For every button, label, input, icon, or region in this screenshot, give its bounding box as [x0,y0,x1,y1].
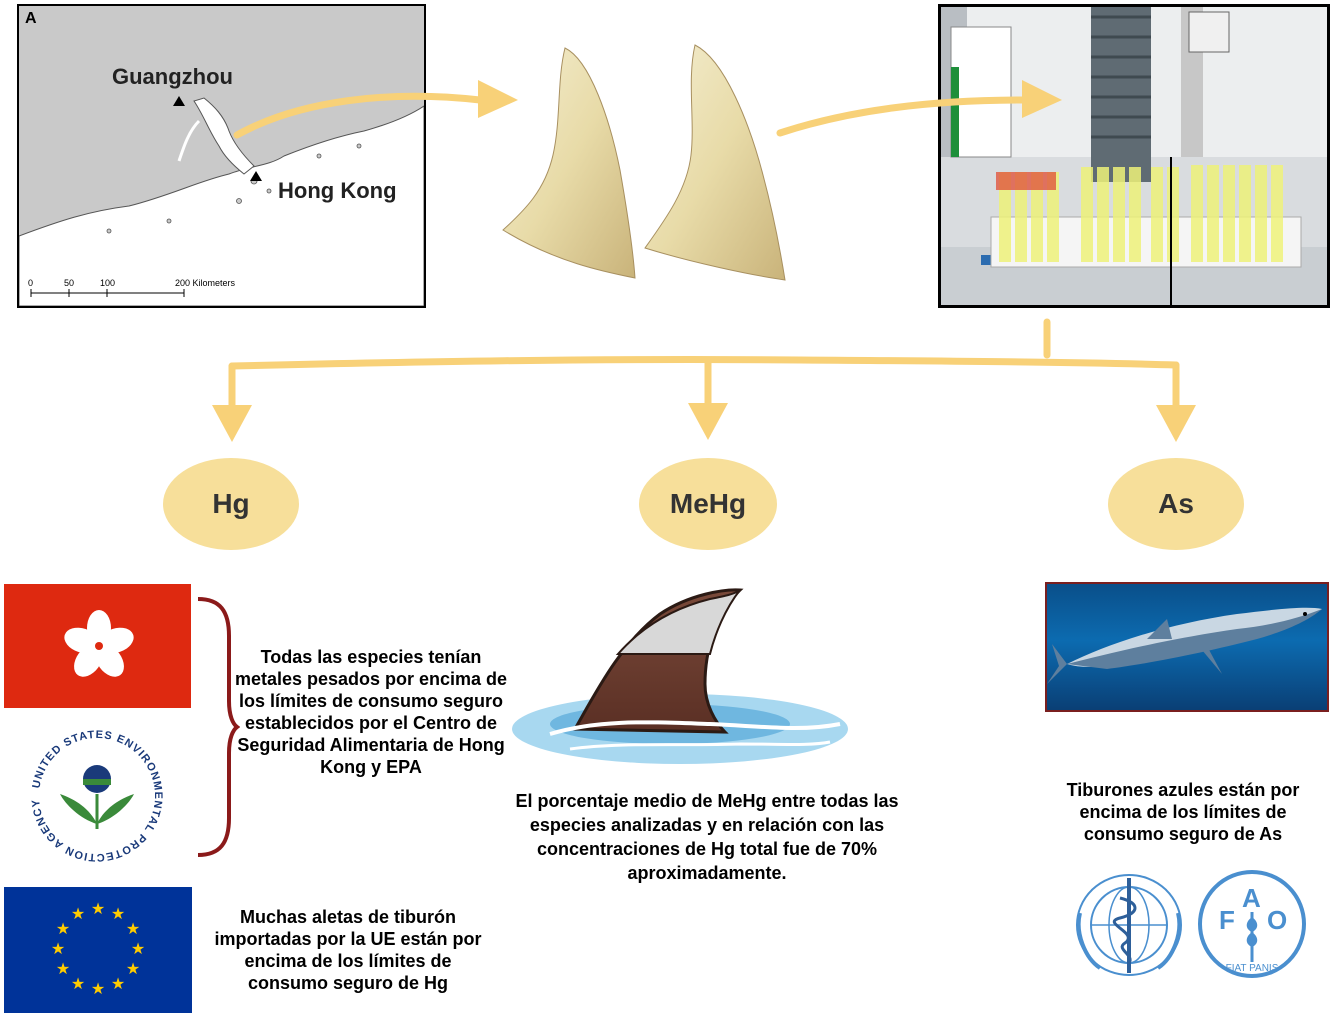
who-logo [1076,874,1182,976]
eu-flag: ★ ★ ★ ★ ★ ★ ★ ★ ★ ★ ★ ★ [4,887,192,1013]
scale-tick-100: 100 [100,278,116,288]
svg-text:★: ★ [71,974,85,993]
fin-left [502,47,636,279]
svg-text:★: ★ [71,904,85,923]
lab-photo [938,4,1330,308]
fao-letter-o: O [1267,905,1287,935]
svg-text:★: ★ [56,919,70,938]
svg-text:★: ★ [126,959,140,978]
node-mehg: MeHg [639,458,777,550]
text-hg-limits: Todas las especies tenían metales pesado… [234,647,508,777]
blue-shark-illustration [1047,607,1322,684]
map-panel: A Guangzhou Hong Kong 0 50 100 200 Kilom… [17,4,426,308]
blue-shark-photo [1045,582,1329,712]
arrowhead-as [1156,405,1196,442]
arrow-fins-to-lab [776,96,1029,137]
fao-letter-a: A [1242,883,1261,913]
svg-text:★: ★ [111,974,125,993]
lab-photo-illustration [941,7,1327,305]
fao-motto: FIAT PANIS [1226,963,1279,974]
shark-fins-photo [502,44,786,281]
text-mehg: El porcentaje medio de MeHg entre todas … [515,791,899,883]
hong-kong-flag [4,584,191,708]
node-hg: Hg [163,458,299,550]
eu-stars-icon: ★ ★ ★ ★ ★ ★ ★ ★ ★ ★ ★ ★ [51,899,145,998]
hongkong-marker [250,171,262,181]
svg-text:★: ★ [56,959,70,978]
arrow-map-to-fins [233,92,484,139]
connector-horizontal [228,355,1180,370]
panel-label: A [25,10,37,27]
fao-logo: F A O FIAT PANIS [1198,870,1306,978]
shark-fin-water-icon [512,588,848,764]
city-label-hongkong: Hong Kong [278,178,397,203]
svg-text:★: ★ [131,939,145,958]
svg-text:★: ★ [91,899,105,918]
text-as: Tiburones azules están por encima de los… [1066,780,1300,844]
svg-text:★: ★ [126,919,140,938]
svg-text:★: ★ [111,904,125,923]
text-eu: Muchas aletas de tiburón importadas por … [214,907,482,993]
epa-logo: UNITED STATES ENVIRONMENTAL PROTECTION A… [27,726,167,866]
node-as: As [1108,458,1244,550]
scale-tick-0: 0 [28,278,34,288]
bauhinia-icon [64,610,134,677]
bracket-icon [197,597,240,857]
svg-text:★: ★ [51,939,65,958]
fin-right [644,44,786,281]
arrowhead-fins [478,80,518,118]
arrowhead-mehg [688,403,728,440]
arrowhead-lab [1022,80,1062,118]
svg-text:★: ★ [91,979,105,998]
scale-tick-50: 50 [64,278,75,288]
arrowhead-hg [212,405,252,442]
guangzhou-marker [173,96,185,106]
city-label-guangzhou: Guangzhou [112,64,233,89]
scale-tick-200: 200 Kilometers [175,278,236,288]
fao-letter-f: F [1219,905,1235,935]
coastline-map [19,6,424,306]
